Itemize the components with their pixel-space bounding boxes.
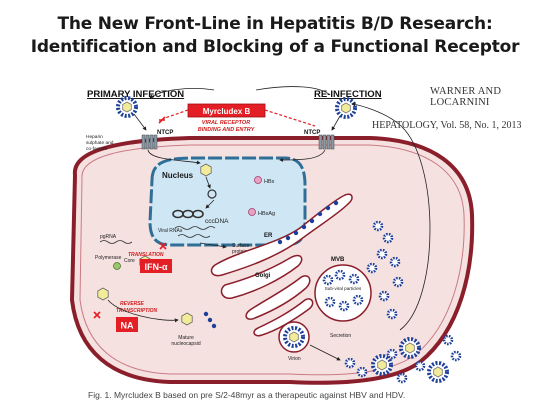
er-label: ER [264,233,273,239]
virion-budding-icon [283,326,305,348]
cccdna-label: cccDNA [205,218,229,225]
golgi-label: Golgi [255,273,271,279]
reverse-transcription-label-2: TRANSCRIPTION [116,308,158,314]
capsid-icon [200,163,212,177]
polymerase-label: Polymerase [95,255,122,261]
pgrna-label: pgRNA [100,234,117,240]
viral-receptor-label-2: BINDING AND ENTRY [198,127,256,133]
translation-block-icon [159,242,167,250]
cccdna-icon [172,209,204,219]
na-box [116,317,138,332]
virion-secreted-icon [371,354,393,376]
ifn-alpha-label: IFN-α [144,262,167,272]
viral-receptor-label-1: VIRAL RECEPTOR [202,120,250,126]
pgrna-icon [99,240,133,244]
rt-block-icon [93,311,101,319]
title-line-2: Identification and Blocking of a Functio… [30,37,520,57]
core-label: Core [124,258,135,264]
virion-reinfection-icon [335,97,357,119]
hbx-icon [254,176,262,184]
secretion-label: Secretion [330,333,351,339]
subviral-particle-icon [322,274,334,286]
reverse-transcription-label-1: REVERSE [120,301,145,307]
author-header: WARNER AND LOCARNINI [430,86,502,108]
heparin-label-2: sulphate and [86,140,114,146]
mature-nucleocapsid-label-2: nucleocapsid [171,341,200,347]
myrcludex-label: Myrcludex B [203,107,251,116]
surface-protein-dots [203,200,339,329]
virion-label: Virion [288,356,301,362]
ntcp-right-label: NTCP [304,130,320,136]
heparin-label-3: co-factors [86,146,108,152]
immature-capsid-icon [97,287,109,301]
title-line-1: The New Front-Line in Hepatitis B/D Rese… [57,14,493,34]
hbsag-label: HBsAg [258,211,275,217]
mature-nucleocapsid-label-1: Mature [178,335,194,341]
golgi [245,275,311,320]
mvb-label: MVB [331,257,345,263]
translation-label: TRANSLATION [128,252,164,258]
surface-proteins-label-1: Surface [232,243,249,249]
mature-capsid-icon [181,312,193,326]
figure-caption: Fig. 1. Myrcludex B based on pre S/2-48m… [88,390,406,400]
polymerase-icon [113,262,121,270]
viral-rna-icon [174,226,216,230]
primary-infection-label: PRIMARY INFECTION [87,89,184,100]
viral-rnas-label: Viral RNAs [158,228,183,234]
journal-header: HEPATOLOGY, Vol. 58, No. 1, 2013 [372,120,522,131]
ntcp-left-label: NTCP [157,130,173,136]
hbx-label: HBx [264,179,275,185]
heparin-label-1: Heparin [86,134,103,140]
nucleus-label: Nucleus [162,171,194,180]
surface-proteins-label-2: proteins [232,249,250,255]
ifn-alpha-box [140,259,172,273]
subviral-label: Sub-viral particles [325,286,362,291]
reinfection-label: RE-INFECTION [314,89,382,100]
virion-primary-icon [116,96,138,118]
na-label: NA [121,321,134,331]
endoplasmic-reticulum [210,193,353,277]
